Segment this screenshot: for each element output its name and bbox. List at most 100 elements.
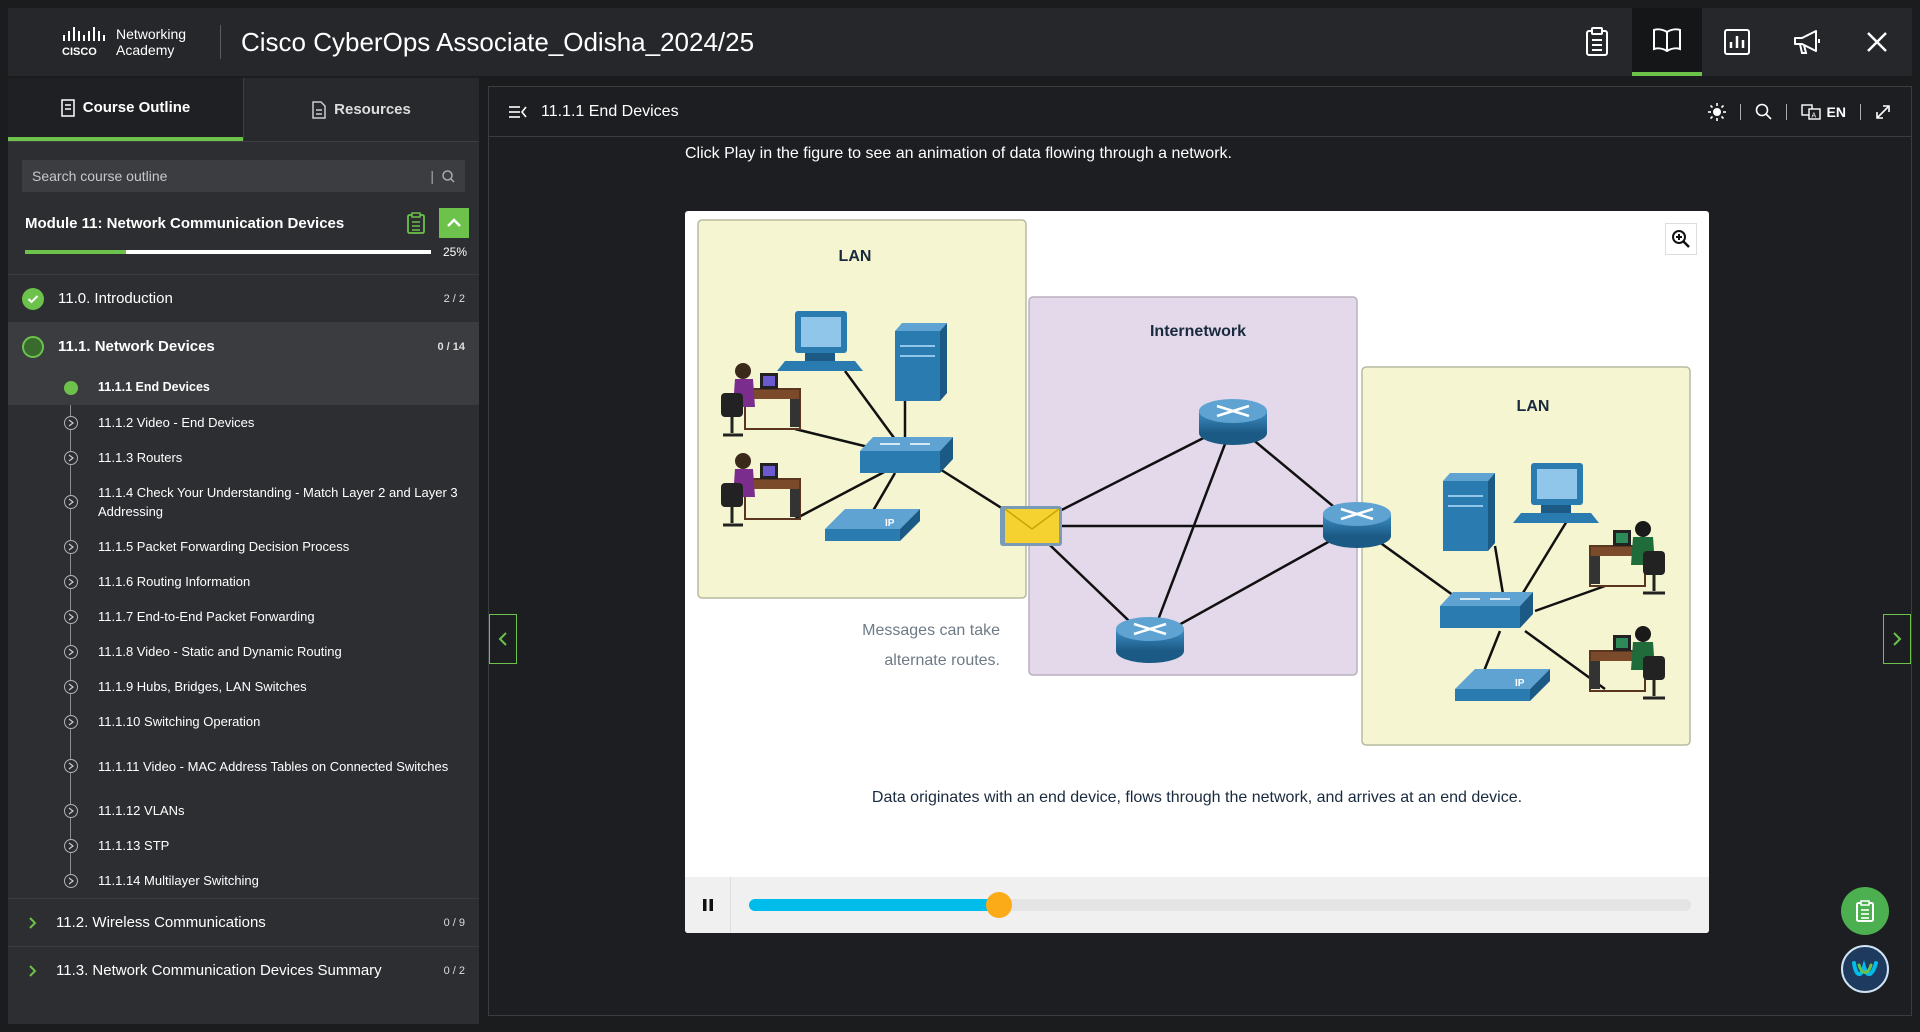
module-title: Module 11: Network Communication Devices xyxy=(25,214,345,232)
topic-list: 11.1.1 End Devices 11.1.2 Video - End Dev… xyxy=(8,370,479,898)
topic-item[interactable]: 11.1.4 Check Your Understanding - Match … xyxy=(8,475,479,529)
user-right-1 xyxy=(1589,521,1665,595)
fullscreen-icon[interactable] xyxy=(1875,104,1891,120)
topic-status-icon xyxy=(64,609,78,624)
tool-divider xyxy=(1860,103,1861,120)
topic-label: 11.1.10 Switching Operation xyxy=(98,714,261,729)
server-right xyxy=(1443,473,1495,551)
topic-label: 11.1.1 End Devices xyxy=(98,380,210,394)
topic-item[interactable]: 11.1.5 Packet Forwarding Decision Proces… xyxy=(8,529,479,564)
current-topic-icon xyxy=(64,380,78,395)
tab-resources-label: Resources xyxy=(334,101,411,118)
topic-item[interactable]: 11.1.7 End-to-End Packet Forwarding xyxy=(8,599,479,634)
module-clipboard-icon[interactable] xyxy=(407,212,425,234)
seek-bar[interactable] xyxy=(749,892,1691,918)
topic-label: 11.1.5 Packet Forwarding Decision Proces… xyxy=(98,539,350,554)
search-icon[interactable] xyxy=(442,169,455,183)
cisco-logo: CISCO Networking Academy xyxy=(8,8,214,76)
topic-item[interactable]: 11.1.14 Multilayer Switching xyxy=(8,863,479,898)
check-icon xyxy=(22,287,44,310)
chevron-up-icon xyxy=(447,218,461,227)
previous-page-button[interactable] xyxy=(489,614,517,664)
section-wireless[interactable]: 11.2. Wireless Communications 0 / 9 xyxy=(8,898,479,946)
webex-button[interactable] xyxy=(1841,945,1889,993)
pc-right xyxy=(1513,463,1599,523)
module-progress-label: 25% xyxy=(442,245,467,259)
next-page-button[interactable] xyxy=(1883,614,1911,664)
topic-item[interactable]: 11.1.1 End Devices xyxy=(8,370,479,405)
menu-collapse-icon[interactable] xyxy=(509,105,527,119)
topic-status-icon xyxy=(64,539,78,554)
title-divider xyxy=(220,25,221,59)
chevron-right-icon xyxy=(29,916,37,929)
topic-timeline xyxy=(70,388,71,880)
topic-label: 11.1.11 Video - MAC Address Tables on Co… xyxy=(98,758,449,774)
routes-note-line-2: alternate routes. xyxy=(884,652,1000,669)
pause-button[interactable] xyxy=(685,877,731,933)
section-network-devices[interactable]: 11.1. Network Devices 0 / 14 xyxy=(8,322,479,370)
section-summary[interactable]: 11.3. Network Communication Devices Summ… xyxy=(8,946,479,994)
clipboard-icon[interactable] xyxy=(1562,8,1632,76)
user-left-2 xyxy=(721,453,801,527)
network-figure: LAN Internetwork LAN xyxy=(685,211,1709,933)
topic-label: 11.1.12 VLANs xyxy=(98,803,185,818)
topic-label: 11.1.14 Multilayer Switching xyxy=(98,873,259,888)
section-introduction[interactable]: 11.0. Introduction 2 / 2 xyxy=(8,274,479,322)
book-icon[interactable] xyxy=(1632,8,1702,76)
brightness-icon[interactable] xyxy=(1707,102,1726,121)
zoom-in-button[interactable] xyxy=(1665,223,1697,255)
section-count: 2 / 2 xyxy=(443,292,465,305)
pause-icon xyxy=(702,899,713,911)
router-bottom xyxy=(1116,617,1184,663)
topic-item[interactable]: 11.1.11 Video - MAC Address Tables on Co… xyxy=(8,739,479,793)
outline-icon xyxy=(60,98,75,117)
svg-text:A: A xyxy=(1811,112,1816,119)
megaphone-icon[interactable] xyxy=(1772,8,1842,76)
topic-item[interactable]: 11.1.12 VLANs xyxy=(8,793,479,828)
topic-status-icon xyxy=(64,873,78,888)
close-icon[interactable] xyxy=(1842,8,1912,76)
tab-course-outline[interactable]: Course Outline xyxy=(8,78,243,141)
tab-resources[interactable]: Resources xyxy=(243,78,479,141)
seek-handle[interactable] xyxy=(985,892,1012,918)
content-panel: 11.1.1 End Devices A EN Click Play in th… xyxy=(488,86,1912,1016)
figure-caption: Data originates with an end device, flow… xyxy=(871,789,1523,806)
router-right xyxy=(1323,502,1391,548)
tool-divider xyxy=(1739,103,1741,120)
topic-status-icon xyxy=(64,574,78,589)
topic-label: 11.1.4 Check Your Understanding - Match … xyxy=(98,485,458,519)
topic-status-icon xyxy=(64,495,78,509)
chart-icon[interactable] xyxy=(1702,8,1772,76)
topic-item[interactable]: 11.1.9 Hubs, Bridges, LAN Switches xyxy=(8,669,479,704)
search-icon[interactable] xyxy=(1755,103,1772,120)
topic-label: 11.1.6 Routing Information xyxy=(98,574,251,589)
routes-note-line-1: Messages can take xyxy=(862,622,1000,639)
topic-item[interactable]: 11.1.3 Routers xyxy=(8,440,479,475)
lan-left-label: LAN xyxy=(839,248,872,265)
lan-right-label: LAN xyxy=(1517,398,1550,415)
internetwork-zone xyxy=(1028,296,1358,676)
language-selector[interactable]: A EN xyxy=(1800,103,1846,120)
topic-status-icon xyxy=(64,415,78,430)
top-bar: CISCO Networking Academy Cisco CyberOps … xyxy=(8,8,1912,76)
chevron-right-icon xyxy=(1893,632,1902,646)
cisco-bars-icon: CISCO xyxy=(62,27,105,57)
chevron-right-icon xyxy=(29,964,37,977)
notes-button[interactable] xyxy=(1841,887,1889,935)
module-progress: 25% xyxy=(8,242,479,262)
topic-item[interactable]: 11.1.8 Video - Static and Dynamic Routin… xyxy=(8,634,479,669)
search-input[interactable]: Search course outline | xyxy=(22,160,465,192)
collapse-module-button[interactable] xyxy=(439,208,469,238)
topic-status-icon xyxy=(64,450,78,465)
topic-label: 11.1.7 End-to-End Packet Forwarding xyxy=(98,609,315,624)
switch-right xyxy=(1440,592,1533,628)
topic-item[interactable]: 11.1.2 Video - End Devices xyxy=(8,405,479,440)
topic-item[interactable]: 11.1.10 Switching Operation xyxy=(8,704,479,739)
topic-label: 11.1.3 Routers xyxy=(98,450,183,465)
topic-item[interactable]: 11.1.13 STP xyxy=(8,828,479,863)
internetwork-label: Internetwork xyxy=(1150,323,1246,340)
tab-course-outline-label: Course Outline xyxy=(82,99,191,116)
language-label: EN xyxy=(1826,103,1846,120)
topic-status-icon xyxy=(64,759,78,773)
topic-item[interactable]: 11.1.6 Routing Information xyxy=(8,564,479,599)
